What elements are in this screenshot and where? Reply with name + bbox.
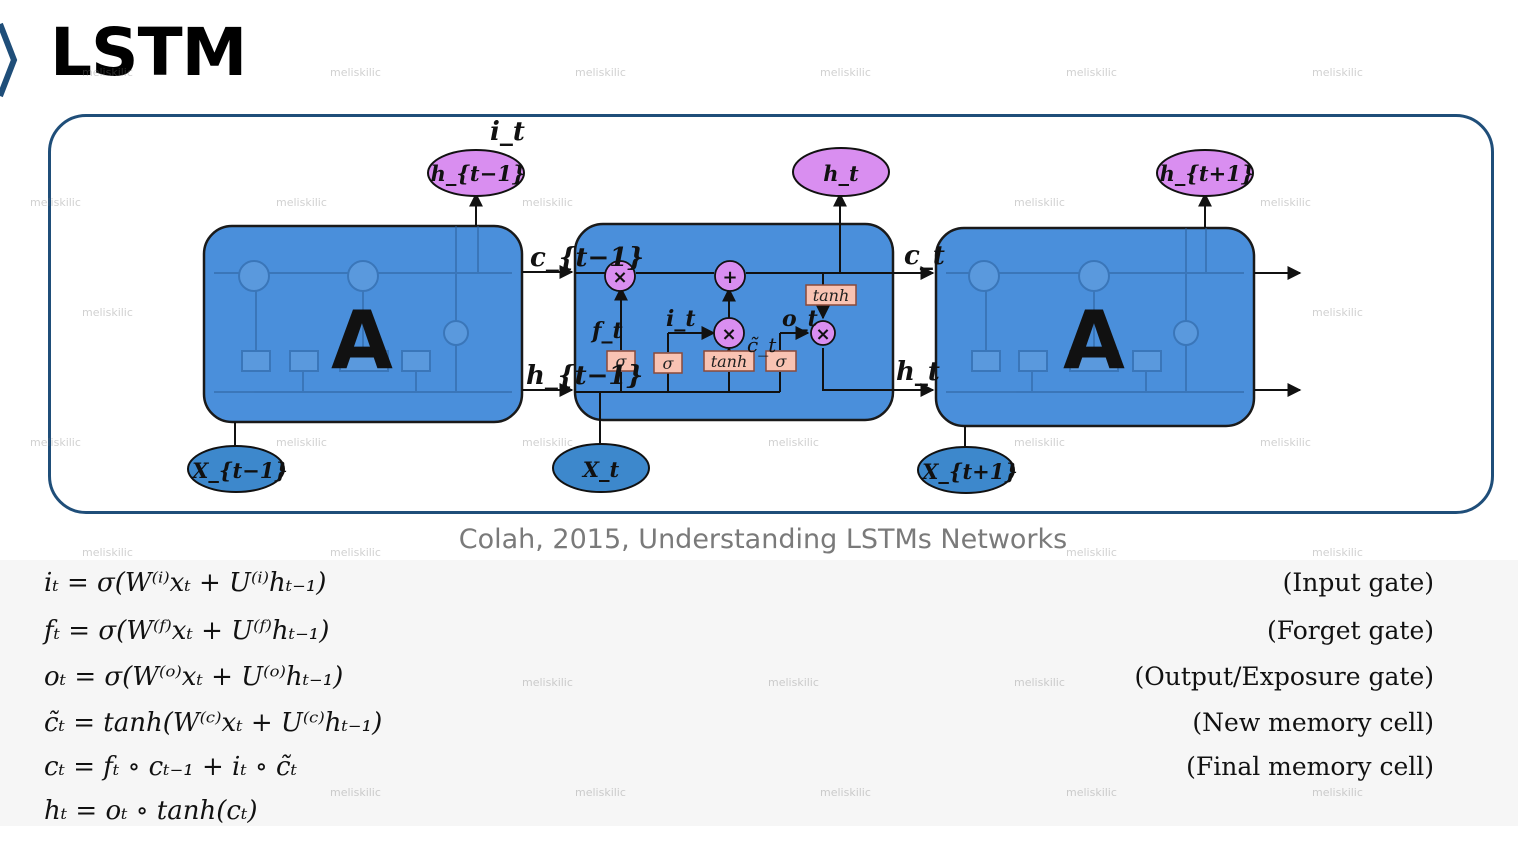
chevron-icon [0,22,18,98]
times-op: × [815,324,830,345]
lstm-cell-left: A [202,224,524,424]
candidate-label: c̃_t [747,333,777,357]
tanh-label: tanh [813,286,850,305]
equation-label: (Forget gate) [1266,616,1434,645]
times-op: × [721,324,736,345]
output-nodes: h_{t−1} h_t h_{t+1} [427,147,1255,197]
equation-label: (New memory cell) [1192,708,1434,737]
input-label: X_{t−1} [190,458,288,483]
plus-op: + [722,267,737,288]
input-label: X_t [581,457,620,482]
sigma-label: σ [776,352,788,371]
h-curr-label: h_t [896,357,940,387]
sigma-label: σ [616,352,628,371]
h-prev-label: h_{t−1} [526,361,643,391]
lstm-cell-right: A [934,226,1256,428]
input-nodes: X_{t−1} X_t X_{t+1} [187,443,1018,494]
lstm-diagram: A A [187,117,1302,494]
forget-gate-label: f_t [590,318,623,344]
lstm-cell-middle: σ σ tanh σ tanh × + × × f_t i_t c̃_t o_t [573,222,895,445]
figure-caption: Colah, 2015, Understanding LSTMs Network… [458,524,1068,555]
output-label: h_{t−1} [431,161,526,186]
output-gate-label: o_t [782,306,818,332]
equation-label: (Final memory cell) [1186,752,1434,781]
input-gate-label: i_t [666,306,696,332]
top-gate-label: i_t [490,117,525,147]
equation-output-gate: oₜ = σ(W⁽ᵒ⁾xₜ + U⁽ᵒ⁾hₜ₋₁) [44,662,344,692]
tanh-label: tanh [711,352,748,371]
c-prev-label: c_{t−1} [530,243,644,273]
equation-panel: iₜ = σ(W⁽ⁱ⁾xₜ + U⁽ⁱ⁾hₜ₋₁) (Input gate) f… [0,560,1518,826]
sigma-label: σ [663,354,675,373]
equation-forget-gate: fₜ = σ(W⁽ᶠ⁾xₜ + U⁽ᶠ⁾hₜ₋₁) [44,616,330,646]
equation-final-memory: cₜ = fₜ ∘ cₜ₋₁ + iₜ ∘ c̃ₜ [44,752,298,782]
output-label: h_{t+1} [1160,161,1255,186]
cell-letter-left: A [331,294,393,387]
input-label: X_{t+1} [920,459,1018,484]
page-title: LSTM [50,14,247,91]
c-curr-label: c_t [904,241,945,271]
output-label: h_t [823,161,859,186]
equation-hidden-state: hₜ = oₜ ∘ tanh(cₜ) [44,796,258,826]
equation-label: (Output/Exposure gate) [1134,662,1435,691]
cell-letter-right: A [1063,294,1125,387]
times-op: × [612,267,627,288]
equation-label: (Input gate) [1282,568,1434,597]
equation-new-memory: c̃ₜ = tanh(W⁽ᶜ⁾xₜ + U⁽ᶜ⁾hₜ₋₁) [44,708,383,738]
equation-input-gate: iₜ = σ(W⁽ⁱ⁾xₜ + U⁽ⁱ⁾hₜ₋₁) [44,568,327,598]
